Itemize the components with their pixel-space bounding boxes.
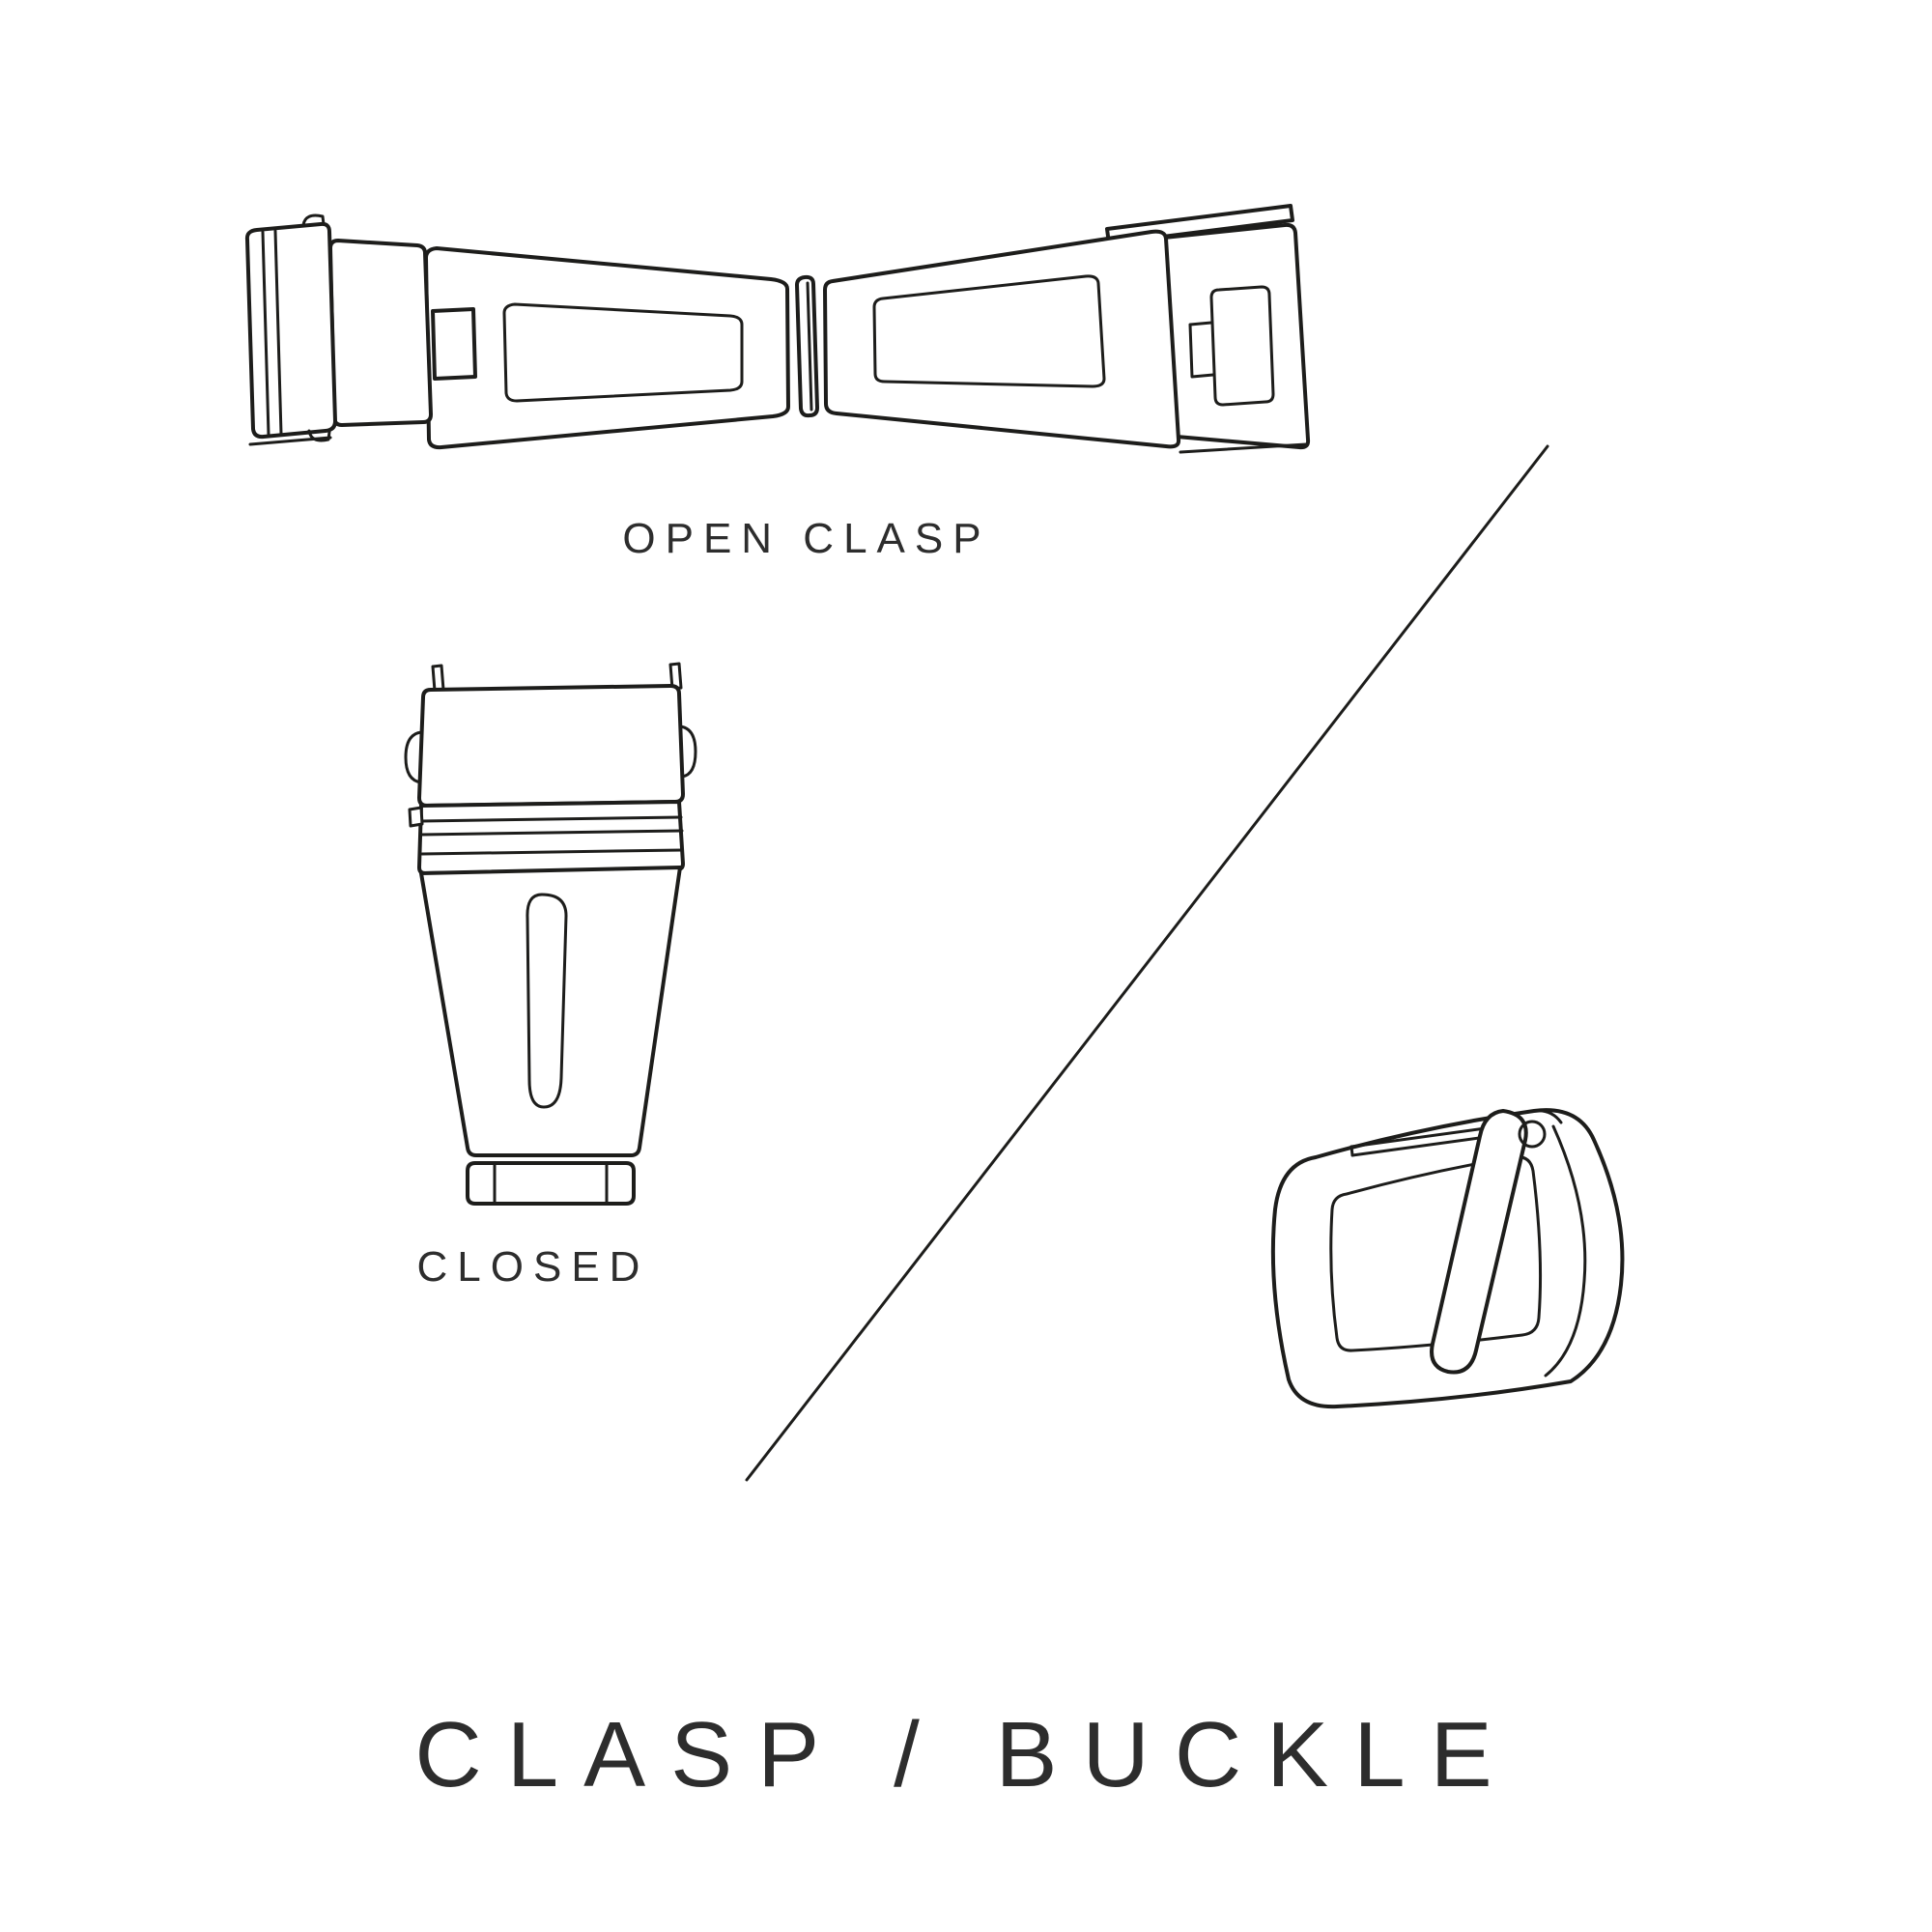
closed-clasp-illustration xyxy=(404,662,697,1206)
open-clasp-illustration xyxy=(244,204,1311,454)
page-title: CLASP / BUCKLE xyxy=(414,1703,1518,1806)
closed-clasp-label: CLOSED xyxy=(416,1243,650,1291)
tang-buckle-illustration xyxy=(1270,1108,1625,1409)
diagonal-divider-line xyxy=(745,444,1549,1482)
open-clasp-label: OPEN CLASP xyxy=(622,515,991,562)
